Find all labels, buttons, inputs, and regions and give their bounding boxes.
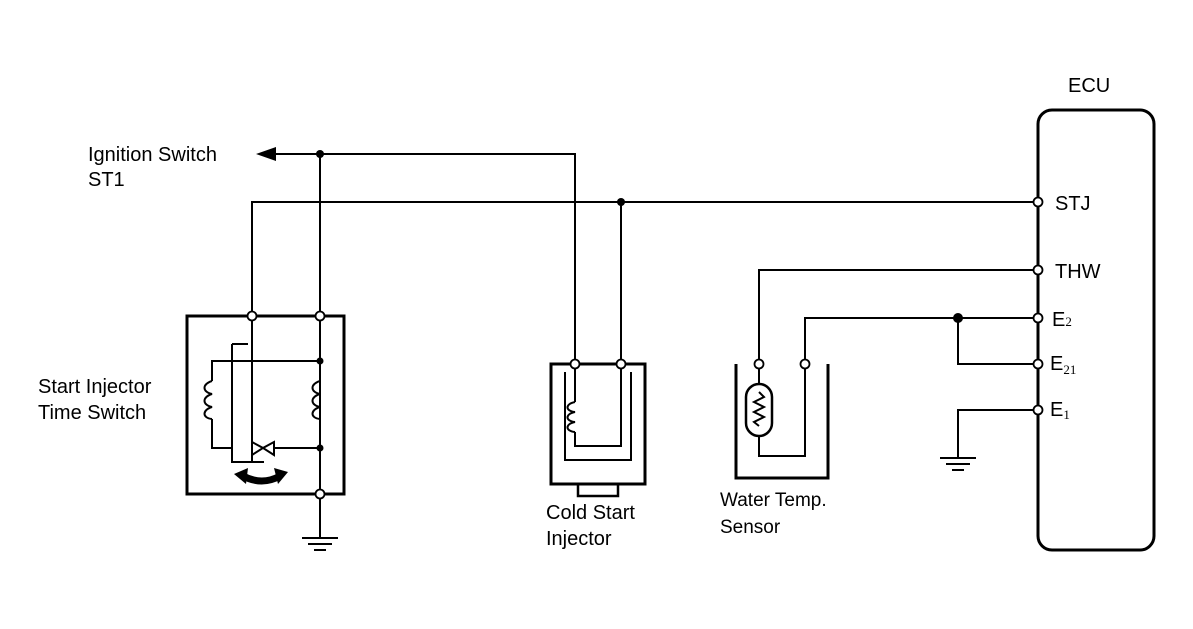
ecu-title: ECU — [1068, 75, 1110, 97]
cold-start-label-line1: Cold Start — [546, 502, 635, 524]
ecu-box — [1036, 108, 1156, 552]
cold-start-label-line2: Injector — [546, 528, 612, 550]
water-temp-label-line2: Sensor — [720, 517, 781, 538]
sensor-body — [734, 364, 830, 480]
ignition-switch: Ignition Switch ST1 — [88, 144, 276, 191]
start-injector-time-switch: Start Injector Time Switch — [38, 310, 346, 551]
wire-e1 — [957, 409, 1033, 458]
heater-coil-icon — [203, 380, 213, 420]
time-switch-ground-icon — [302, 537, 338, 551]
pin-thw-label: THW — [1055, 261, 1101, 283]
time-switch-label-line2: Time Switch — [38, 402, 146, 424]
wire-st1 — [276, 153, 576, 362]
injector-body — [549, 362, 647, 486]
wires — [251, 150, 1033, 458]
pin-e1-terminal — [1032, 404, 1044, 416]
sensor-terminal-thw — [753, 358, 765, 370]
water-temp-label-line1: Water Temp. — [720, 490, 827, 511]
time-switch-terminal-st1 — [314, 310, 326, 322]
ground-icon — [940, 457, 976, 471]
bimetal-motion-arrow-icon — [234, 468, 288, 485]
time-switch-terminal-stj — [246, 310, 258, 322]
thermistor-icon — [744, 382, 774, 438]
wire-e2-e21 — [957, 318, 1033, 365]
injector-terminal-left — [569, 358, 581, 370]
ecu: ECU STJ THW E2 E21 E1 — [1032, 75, 1156, 552]
pin-e1-label: E1 — [1050, 399, 1070, 422]
time-switch-terminal-ground — [314, 488, 326, 500]
pin-stj-label: STJ — [1055, 193, 1091, 215]
pin-e21-label: E21 — [1050, 353, 1076, 377]
contact-points-icon — [251, 440, 320, 457]
injector-nozzle — [576, 482, 620, 498]
ignition-arrow-icon — [256, 147, 276, 161]
ignition-switch-label: Ignition Switch — [88, 144, 217, 166]
ignition-switch-st1-label: ST1 — [88, 169, 125, 191]
pin-e21-terminal — [1032, 358, 1044, 370]
pin-e2-terminal — [1032, 312, 1044, 324]
pin-thw-terminal — [1032, 264, 1044, 276]
cold-start-injector: Cold Start Injector — [546, 358, 647, 550]
water-temp-sensor: Water Temp. Sensor — [720, 358, 830, 538]
wire-stj — [251, 201, 1033, 316]
pin-stj-terminal — [1032, 196, 1044, 208]
time-switch-label-line1: Start Injector — [38, 376, 152, 398]
pin-e2-label: E2 — [1052, 309, 1072, 331]
right-coil-icon — [311, 380, 321, 420]
injector-coil-icon — [566, 401, 576, 433]
injector-terminal-right — [615, 358, 627, 370]
sensor-terminal-e2 — [799, 358, 811, 370]
time-switch-box — [185, 314, 346, 496]
wire-e2 — [804, 317, 1033, 362]
wire-thw — [758, 269, 1033, 362]
